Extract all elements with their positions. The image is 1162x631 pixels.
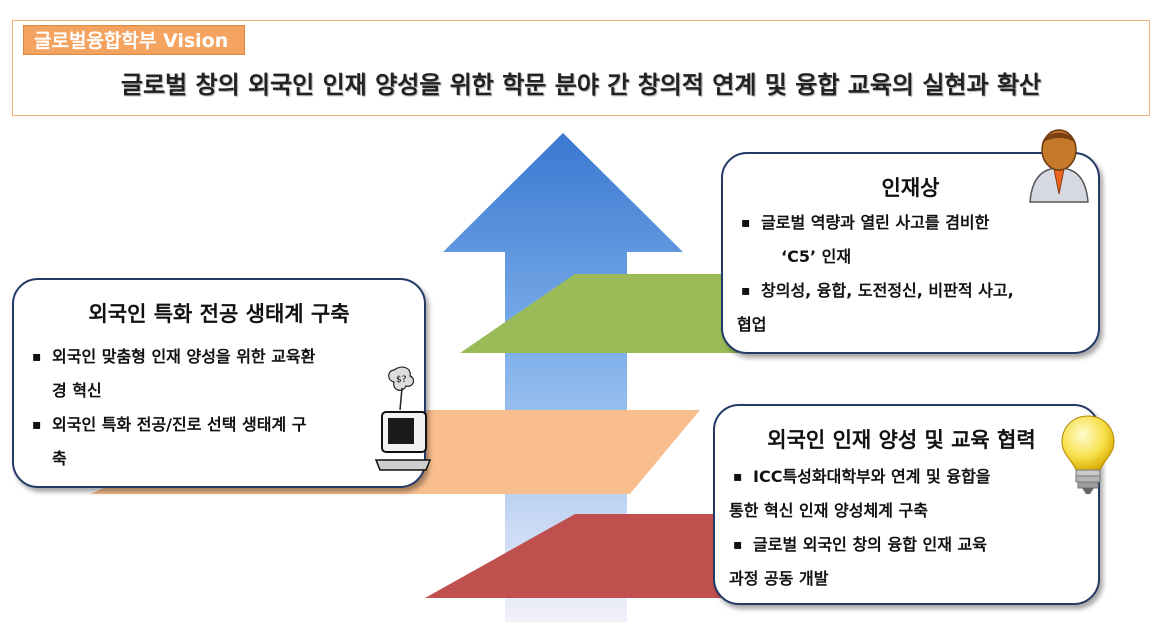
- ecosystem-bullet-2-line2: 축: [52, 449, 67, 468]
- cooperation-bullet-2-line1: 글로벌 외국인 창의 융합 인재 교육: [753, 535, 987, 554]
- ecosystem-bullet-1-line2: 경 혁신: [52, 381, 102, 400]
- ecosystem-bullet-2: 외국인 특화 전공/진로 선택 생태계 구 축: [26, 408, 420, 476]
- ecosystem-card-list: 외국인 맞춤형 인재 양성을 위한 교육환 경 혁신 외국인 특화 전공/진로 …: [26, 340, 420, 476]
- ecosystem-bullet-2-line1: 외국인 특화 전공/진로 선택 생태계 구: [52, 415, 307, 434]
- cooperation-card: 외국인 인재 양성 및 교육 협력 ICC특성화대학부와 연계 및 융합을 통한…: [713, 404, 1100, 605]
- computer-icon: $?: [372, 364, 432, 474]
- talent-bullet-2-line2: 협업: [737, 315, 766, 334]
- cooperation-bullet-2: 글로벌 외국인 창의 융합 인재 교육 과정 공동 개발: [727, 528, 1097, 596]
- cooperation-card-title: 외국인 인재 양성 및 교육 협력: [705, 424, 1098, 454]
- talent-bullet-2: 창의성, 융합, 도전정신, 비판적 사고, 협업: [735, 274, 1095, 342]
- cooperation-bullet-2-line2: 과정 공동 개발: [729, 569, 828, 588]
- cooperation-card-list: ICC특성화대학부와 연계 및 융합을 통한 혁신 인재 양성체계 구축 글로벌…: [727, 460, 1097, 596]
- ecosystem-card: 외국인 특화 전공 생태계 구축 외국인 맞춤형 인재 양성을 위한 교육환 경…: [12, 278, 426, 488]
- person-icon: [1024, 124, 1094, 204]
- ecosystem-bullet-1: 외국인 맞춤형 인재 양성을 위한 교육환 경 혁신: [26, 340, 420, 408]
- ecosystem-card-title: 외국인 특화 전공 생태계 구축: [14, 298, 424, 328]
- svg-text:$?: $?: [396, 375, 407, 385]
- talent-bullet-1-line2: ‘C5’ 인재: [761, 247, 851, 266]
- cooperation-bullet-1-line2: 통한 혁신 인재 양성체계 구축: [729, 501, 928, 520]
- lightbulb-icon: [1058, 412, 1118, 496]
- cooperation-bullet-1: ICC특성화대학부와 연계 및 융합을 통한 혁신 인재 양성체계 구축: [727, 460, 1097, 528]
- talent-bullet-2-line1: 창의성, 융합, 도전정신, 비판적 사고,: [761, 281, 1014, 300]
- ecosystem-bullet-1-line1: 외국인 맞춤형 인재 양성을 위한 교육환: [52, 347, 315, 366]
- talent-bullet-1: 글로벌 역량과 열린 사고를 겸비한 ‘C5’ 인재: [735, 206, 1095, 274]
- talent-bullet-1-line1: 글로벌 역량과 열린 사고를 겸비한: [761, 213, 989, 232]
- cooperation-bullet-1-line1: ICC특성화대학부와 연계 및 융합을: [753, 467, 991, 486]
- talent-card-list: 글로벌 역량과 열린 사고를 겸비한 ‘C5’ 인재 창의성, 융합, 도전정신…: [735, 206, 1095, 342]
